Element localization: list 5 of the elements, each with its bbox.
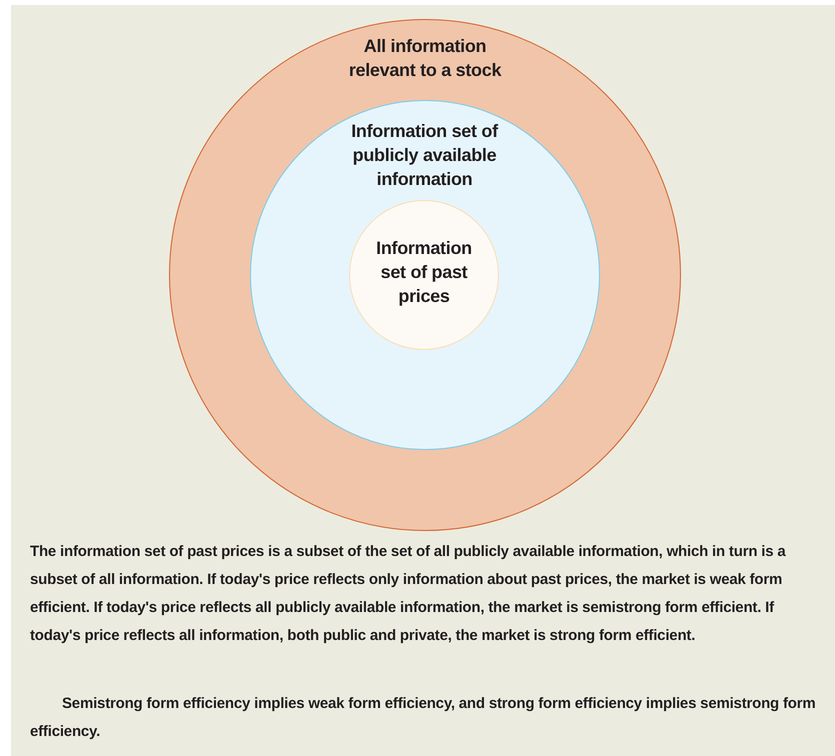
circle-label: Information set of publicly available information bbox=[350, 120, 500, 190]
circle-label: All information relevant to a stock bbox=[348, 35, 502, 82]
body-paragraph: Semistrong form efficiency implies weak form efficiency, and strong form efficiency implies semistrong form efficiency. bbox=[30, 694, 817, 742]
circle-label: Information set of past prices bbox=[375, 237, 473, 308]
body-paragraph: The information set of past prices is a subset of the set of all publicly available information, which in turn is a subset of all information. If today's price reflects only information about past prices, the market is weak form efficient. If today's price reflects all publicly available information, the market is semistrong form efficient. If today's price reflects all information, both public and private, the market is strong form efficient. bbox=[30, 542, 787, 646]
